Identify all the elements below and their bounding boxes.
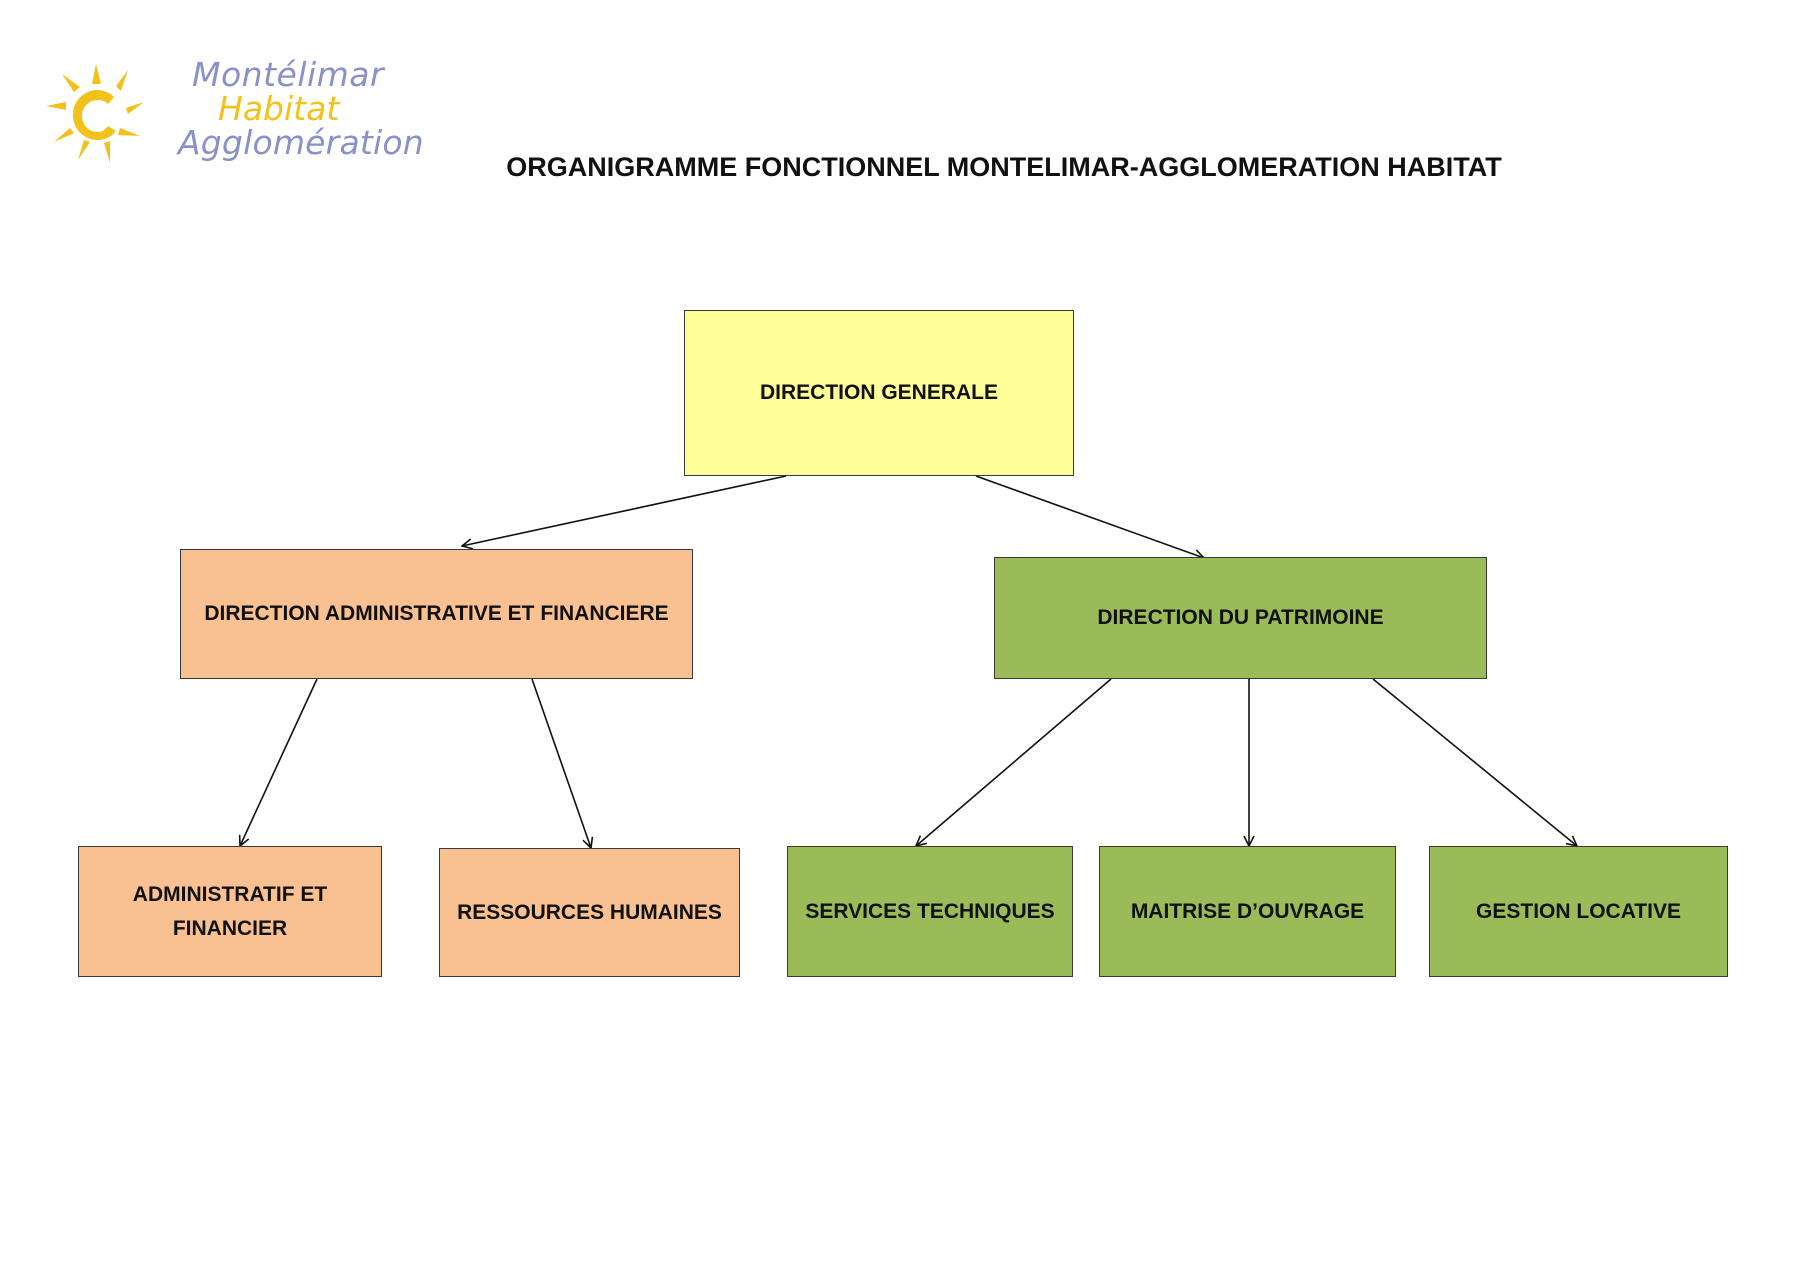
sun-icon <box>46 64 144 163</box>
company-logo: Montélimar Habitat Agglomération <box>44 52 424 182</box>
node-administratif-financier: ADMINISTRATIF ET FINANCIER <box>78 846 382 977</box>
node-maitrise-ouvrage: MAITRISE D’OUVRAGE <box>1099 846 1396 977</box>
node-direction-generale: DIRECTION GENERALE <box>684 310 1074 476</box>
logo-line-habitat: Habitat <box>218 89 340 128</box>
node-services-techniques: SERVICES TECHNIQUES <box>787 846 1073 977</box>
node-administratif-financier-label: ADMINISTRATIF ET FINANCIER <box>132 882 328 940</box>
node-direction-administrative-label: DIRECTION ADMINISTRATIVE ET FINANCIERE <box>204 602 669 625</box>
edge-generale-to-administrative <box>462 475 787 546</box>
page-title-text: ORGANIGRAMME FONCTIONNEL MONTELIMAR-AGGL… <box>506 152 1502 182</box>
node-direction-patrimoine: DIRECTION DU PATRIMOINE <box>994 557 1487 679</box>
node-ressources-humaines: RESSOURCES HUMAINES <box>439 848 740 977</box>
edge-generale-to-patrimoine <box>975 475 1204 558</box>
node-services-techniques-label: SERVICES TECHNIQUES <box>805 899 1055 923</box>
node-ressources-humaines-label: RESSOURCES HUMAINES <box>457 900 722 924</box>
edge-patrimoine-to-services <box>916 678 1112 846</box>
edge-patrimoine-to-gestion <box>1372 678 1577 846</box>
logo-line-montelimar: Montélimar <box>192 55 385 94</box>
node-direction-patrimoine-label: DIRECTION DU PATRIMOINE <box>1097 606 1384 629</box>
edge-administrative-to-administratif <box>240 678 318 846</box>
edge-administrative-to-rh <box>531 678 591 848</box>
node-direction-administrative: DIRECTION ADMINISTRATIVE ET FINANCIERE <box>180 549 693 679</box>
node-gestion-locative-label: GESTION LOCATIVE <box>1476 899 1681 923</box>
node-direction-generale-label: DIRECTION GENERALE <box>759 381 998 404</box>
node-gestion-locative: GESTION LOCATIVE <box>1429 846 1728 977</box>
page-title: ORGANIGRAMME FONCTIONNEL MONTELIMAR-AGGL… <box>0 152 1800 183</box>
node-maitrise-ouvrage-label: MAITRISE D’OUVRAGE <box>1130 899 1365 923</box>
logo-wordmark: Montélimar Habitat Agglomération <box>176 55 424 160</box>
